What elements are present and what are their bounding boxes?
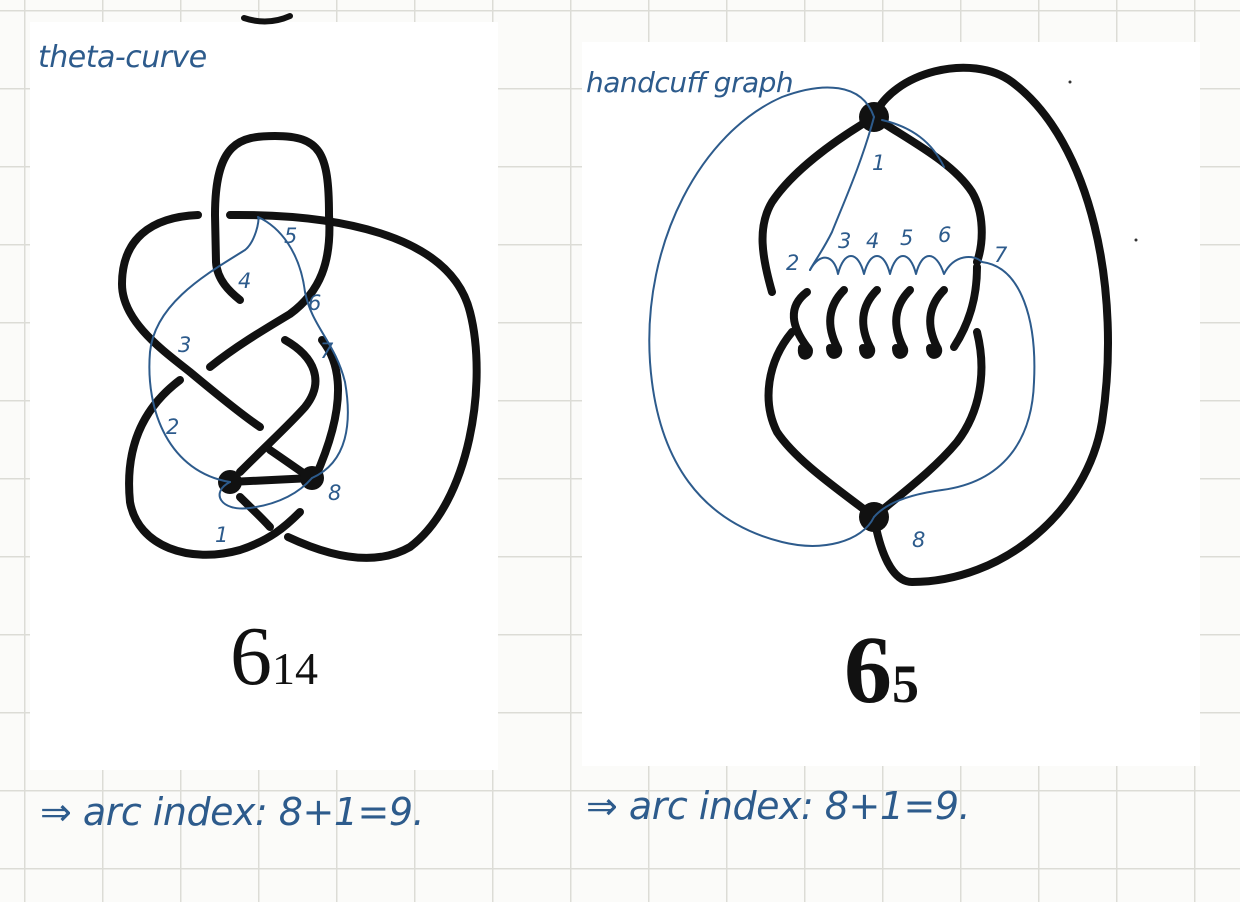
right-diagram-panel: 1 2 3 4 5 6 7 8 handcuff graph 65 bbox=[582, 42, 1200, 766]
knot-strand bbox=[758, 113, 878, 296]
arc-presentation-curve bbox=[873, 261, 1036, 518]
knot-crossing-number: 6 bbox=[230, 610, 272, 703]
arc-presentation-curve bbox=[218, 477, 313, 510]
knot-strand bbox=[206, 211, 334, 371]
theta-edge bbox=[226, 474, 316, 486]
knot-6-14-diagram: 1 2 3 4 5 6 7 8 bbox=[118, 132, 481, 562]
knot-strand bbox=[236, 493, 274, 531]
arc-number: 5 bbox=[284, 224, 297, 248]
stray-dot bbox=[1068, 80, 1072, 84]
knot-strand bbox=[859, 286, 881, 359]
knot-strand bbox=[211, 132, 333, 219]
knot-strand bbox=[236, 336, 320, 476]
knot-name: 65 bbox=[844, 614, 919, 725]
arc-presentation-curve bbox=[881, 119, 945, 168]
arc-number: 3 bbox=[178, 333, 191, 357]
knot-strand bbox=[764, 328, 878, 521]
knot-strand bbox=[870, 113, 986, 266]
arc-number: 8 bbox=[912, 528, 925, 552]
knot-strands bbox=[118, 132, 481, 562]
knot-strand bbox=[950, 263, 981, 351]
handwritten-label: theta-curve bbox=[38, 40, 207, 75]
arc-number: 2 bbox=[166, 415, 179, 439]
knot-6-5-diagram: 1 2 3 4 5 6 7 8 bbox=[648, 63, 1138, 586]
knot-crossing-number: 6 bbox=[844, 616, 892, 723]
arc-presentation-curve bbox=[148, 216, 349, 483]
knot-strands bbox=[758, 63, 1112, 586]
knot-strand bbox=[118, 211, 264, 431]
arc-number: 4 bbox=[238, 269, 251, 293]
arc-number: 8 bbox=[328, 481, 341, 505]
knot-strand bbox=[211, 211, 244, 304]
arc-presentation-curve bbox=[809, 255, 983, 275]
arc-number: 4 bbox=[866, 229, 879, 253]
arc-number: 5 bbox=[900, 226, 913, 250]
knot-index: 5 bbox=[892, 654, 919, 714]
knot-strand bbox=[226, 210, 481, 562]
knot-strand bbox=[870, 328, 986, 521]
arc-presentation-curve bbox=[648, 86, 875, 547]
arc-index-result-right: ⇒ arc index: 8+1=9. bbox=[586, 784, 971, 828]
arc-number: 6 bbox=[308, 291, 321, 315]
stray-dot bbox=[1134, 238, 1138, 242]
knot-strand bbox=[926, 286, 948, 359]
arc-presentation-curve bbox=[809, 116, 875, 271]
arc-index-result-left: ⇒ arc index: 8+1=9. bbox=[40, 790, 425, 834]
handwritten-label: handcuff graph bbox=[586, 66, 794, 99]
left-diagram-panel: 1 2 3 4 5 6 7 8 theta-curve 614 bbox=[30, 22, 498, 770]
knot-name: 614 bbox=[230, 608, 318, 705]
arc-number: 1 bbox=[872, 151, 885, 175]
knot-strand bbox=[870, 63, 1112, 586]
knot-strand bbox=[311, 336, 342, 482]
arc-number: 7 bbox=[320, 339, 334, 363]
arc-number: 2 bbox=[786, 251, 799, 275]
knot-strand bbox=[789, 288, 813, 360]
arc-number: 6 bbox=[938, 223, 951, 247]
knot-index: 14 bbox=[272, 643, 318, 694]
arc-number: 1 bbox=[215, 523, 228, 547]
knot-strand bbox=[125, 376, 304, 559]
knot-strand bbox=[892, 286, 914, 359]
arc-number: 7 bbox=[994, 243, 1008, 267]
knot-strand bbox=[826, 286, 848, 359]
arc-number: 3 bbox=[838, 229, 851, 253]
